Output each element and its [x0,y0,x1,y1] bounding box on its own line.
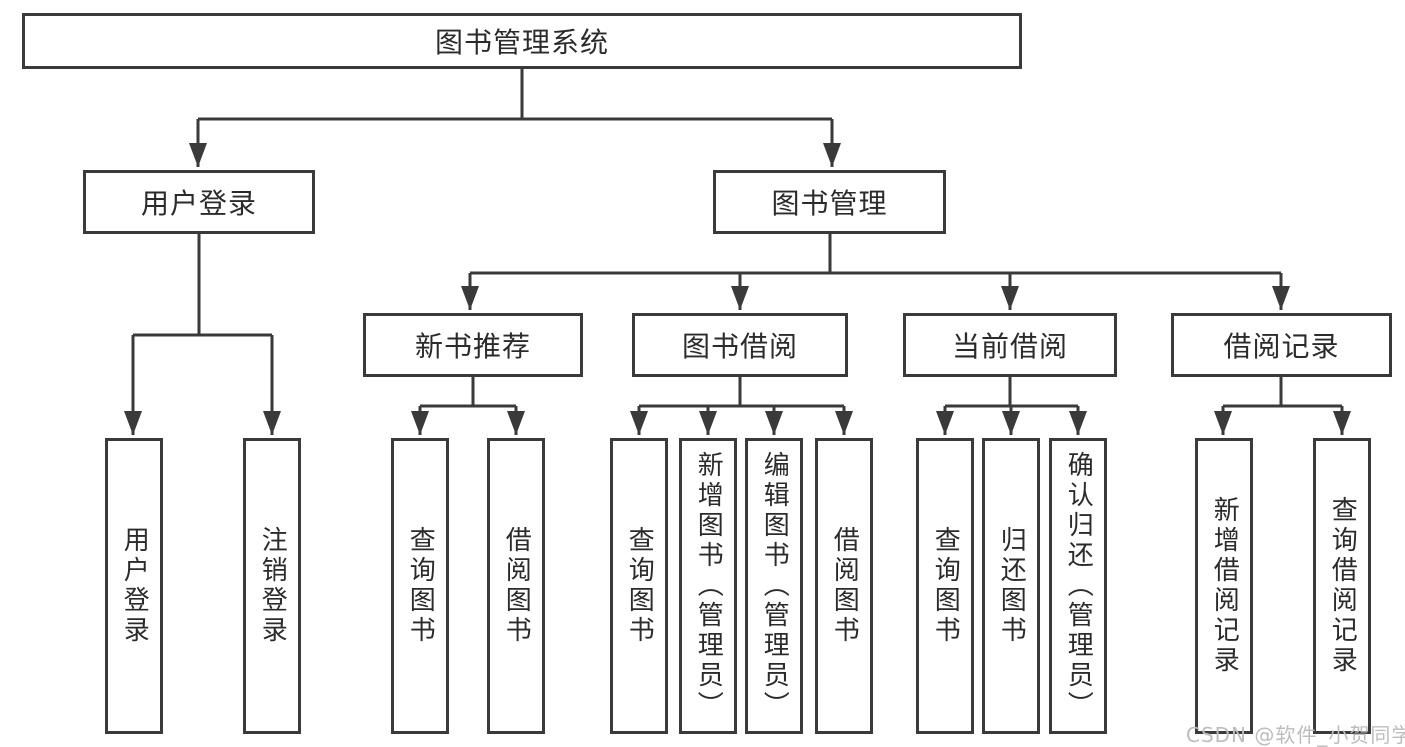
connector-borrow-records [1223,377,1342,408]
node-bb-add-books-admin: 新增图书（管理员） [679,438,737,734]
node-logout: 注销登录 [243,438,301,734]
node-bb-edit-books-admin-label: 编辑图书（管理员） [759,451,790,721]
connector-book-borrow [639,377,844,408]
node-br-query-record: 查询借阅记录 [1313,438,1371,734]
node-book-management: 图书管理 [713,170,946,234]
node-logout-label: 注销登录 [257,526,288,646]
node-root: 图书管理系统 [22,13,1022,69]
node-bb-query-books-label: 查询图书 [624,526,655,646]
node-login: 用户登录 [105,438,163,734]
node-nb-borrow-books: 借阅图书 [487,438,545,734]
node-bb-query-books: 查询图书 [610,438,668,734]
connector-current-borrow [945,377,1078,408]
node-current-borrow: 当前借阅 [903,313,1117,377]
node-br-add-record-label: 新增借阅记录 [1209,496,1240,676]
node-user-login: 用户登录 [83,170,315,234]
node-nb-query-books-label: 查询图书 [405,526,436,646]
watermark: CSDN @软件_小贺同学 [1186,723,1405,747]
node-nb-borrow-books-label: 借阅图书 [501,526,532,646]
node-cb-query-books-label: 查询图书 [930,526,961,646]
node-bb-edit-books-admin: 编辑图书（管理员） [745,438,803,734]
node-bb-borrow-books: 借阅图书 [815,438,873,734]
node-bb-add-books-admin-label: 新增图书（管理员） [693,451,724,721]
connector-user-login [133,234,272,337]
node-borrow-records: 借阅记录 [1171,313,1392,377]
node-cb-return-books: 归还图书 [982,438,1040,734]
node-login-label: 用户登录 [119,526,150,646]
node-br-add-record: 新增借阅记录 [1195,438,1253,734]
connector-book-management [470,234,1281,275]
node-br-query-record-label: 查询借阅记录 [1327,496,1358,676]
connector-root-level2 [198,69,832,121]
node-new-book-recommend: 新书推荐 [363,313,583,377]
node-cb-confirm-return-admin: 确认归还（管理员） [1049,438,1107,734]
node-cb-return-books-label: 归还图书 [996,526,1027,646]
node-bb-borrow-books-label: 借阅图书 [829,526,860,646]
node-cb-confirm-return-admin-label: 确认归还（管理员） [1063,451,1094,721]
node-cb-query-books: 查询图书 [916,438,974,734]
node-nb-query-books: 查询图书 [391,438,449,734]
connector-new-book-recommend [420,377,516,408]
node-book-borrow: 图书借阅 [632,313,848,377]
